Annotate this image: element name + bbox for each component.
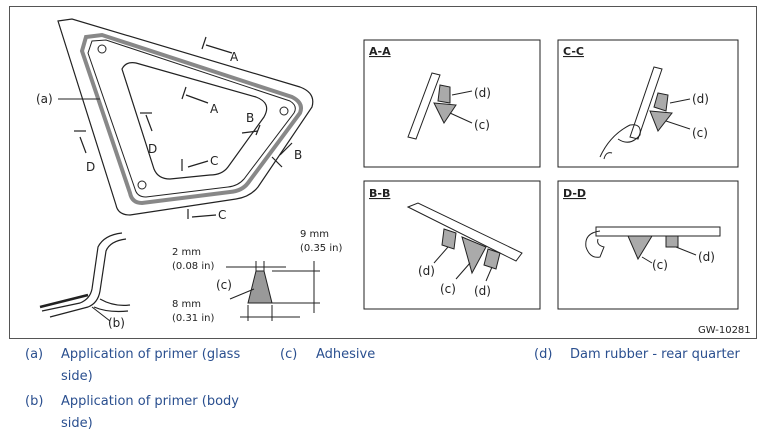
svg-text:(d): (d) (692, 92, 709, 106)
section-C-C-title: C-C (563, 45, 584, 58)
label-b: (b) (108, 316, 125, 330)
dim-height-in: (0.35 in) (300, 243, 342, 254)
section-C-label: C (210, 154, 218, 168)
adhesive-C (649, 110, 673, 132)
leader-b (91, 306, 111, 322)
dim-width-mm: 2 mm (172, 247, 201, 258)
section-C-label-2: C (218, 208, 226, 222)
legend-item-d: (d) Dam rubber - rear quarter (534, 344, 759, 366)
svg-text:(d): (d) (474, 284, 491, 298)
figure-id: GW-10281 (698, 325, 751, 336)
legend-key-b: (b) (25, 394, 44, 409)
section-B-label-2: B (294, 148, 302, 162)
glass-frame-inner (87, 39, 296, 198)
section-A-label-2: A (210, 102, 219, 116)
legend-key-d: (d) (534, 347, 553, 362)
adhesive-D (627, 235, 653, 261)
legend-key-c: (c) (280, 347, 298, 362)
glass-outer-edge (57, 18, 314, 216)
dam-rubber-B1 (441, 228, 457, 250)
main-labels: (a) A A B B C C D D (36, 50, 302, 222)
svg-text:(d): (d) (474, 86, 491, 100)
adhesive-bead-shape (247, 270, 273, 304)
dam-rubber-D (665, 235, 679, 248)
legend-item-c: (c) Adhesive (280, 344, 480, 366)
dam-rubber-A (437, 84, 451, 104)
section-D-label: D (148, 142, 157, 156)
label-a: (a) (36, 92, 53, 106)
section-B-B-panel: B-B (d) (c) (d) (363, 180, 541, 310)
legend-text-c: Adhesive (316, 347, 376, 362)
dim-height-mm: 9 mm (300, 229, 329, 240)
svg-text:(c): (c) (474, 118, 490, 132)
mount-hole-bottom (137, 180, 147, 190)
section-D-label-2: D (86, 160, 95, 174)
installation-diagram: (a) A A B B C C D D (b) 2 mm (0.08 in) 9 (9, 6, 757, 339)
dam-rubber-B2 (483, 248, 501, 270)
diagram-canvas: (a) A A B B C C D D (b) 2 mm (0.08 in) 9 (36, 18, 751, 336)
mount-hole-right (279, 106, 289, 116)
section-A-A-panel: A-A (d) (c) (363, 39, 541, 168)
quarter-glass-drawing (57, 18, 314, 216)
legend-text-d: Dam rubber - rear quarter (570, 347, 740, 362)
section-D-D-title: D-D (563, 187, 586, 200)
body-flange-detail (39, 232, 131, 318)
adhesive-A (433, 102, 457, 124)
section-A-A-title: A-A (369, 45, 391, 58)
svg-text:(c): (c) (652, 258, 668, 272)
section-B-B-title: B-B (369, 187, 390, 200)
svg-text:(c): (c) (692, 126, 708, 140)
section-B-label: B (246, 111, 254, 125)
svg-text:(c): (c) (440, 282, 456, 296)
section-markers (74, 36, 293, 219)
section-C-C-panel: C-C (d) (c) (557, 39, 739, 168)
section-A-label: A (230, 50, 239, 64)
dim-base-in: (0.31 in) (172, 313, 214, 324)
section-D-D-panel: D-D (c) (d) (557, 180, 739, 310)
mount-hole-top (97, 44, 107, 54)
dimension-labels: 2 mm (0.08 in) 9 mm (0.35 in) 8 mm (0.31… (172, 229, 342, 324)
adhesive-B (461, 236, 487, 275)
adhesive-profile (226, 261, 320, 321)
svg-text:(d): (d) (418, 264, 435, 278)
dam-rubber-C (653, 92, 669, 112)
svg-text:(d): (d) (698, 250, 715, 264)
dim-base-mm: 8 mm (172, 299, 201, 310)
dim-width-in: (0.08 in) (172, 261, 214, 272)
label-c-profile: (c) (216, 278, 232, 292)
glass-window (121, 62, 268, 180)
glass-frame (79, 32, 303, 206)
legend-key-a: (a) (25, 347, 44, 362)
